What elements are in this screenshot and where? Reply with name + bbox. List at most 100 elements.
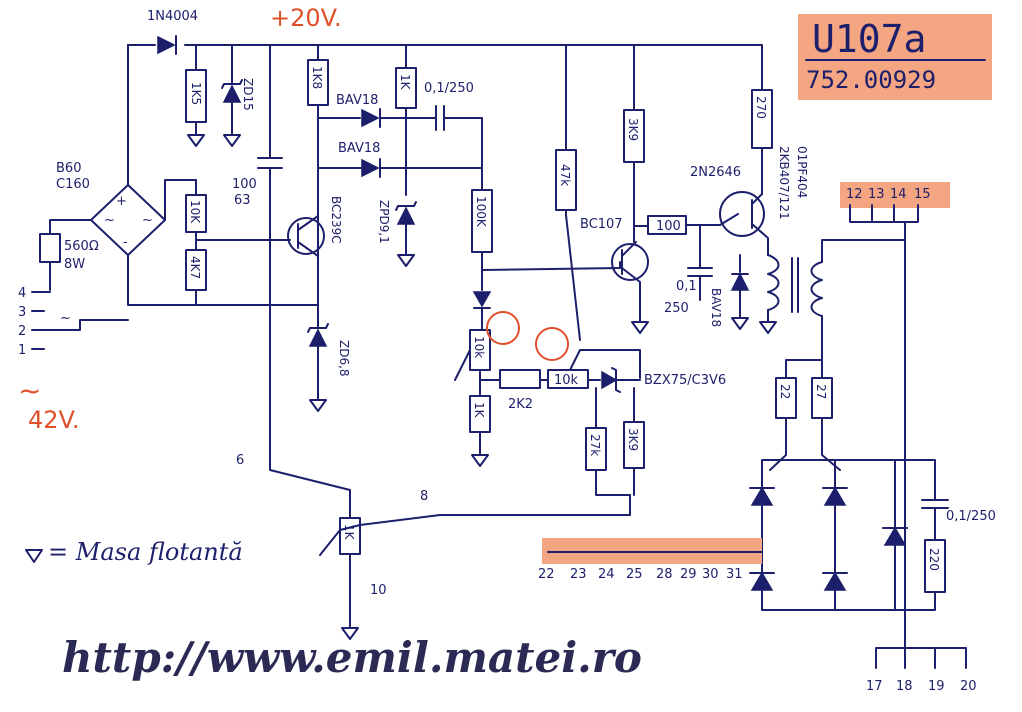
bridge-minus-sign: - (123, 235, 128, 250)
resistor-3k9-upper-label: 3K9 (626, 118, 640, 141)
resistor-47k-body (555, 149, 577, 211)
terminal-4: 4 (18, 286, 26, 301)
zener-zd68: ZD6,8 (307, 304, 351, 412)
ground-symbol (341, 627, 359, 640)
terminal-31: 31 (726, 567, 743, 582)
ground-icon (25, 549, 43, 563)
snubber: 0,1/250 220 (904, 459, 996, 611)
zener-zd68-bar (307, 323, 329, 333)
resistor-1k-low: 1K (469, 395, 491, 467)
potentiometer-min-leads (454, 349, 501, 397)
resistor-1k5: 1K5 (185, 44, 207, 147)
transformer-type-label: 2KB407/121 (777, 146, 791, 220)
bridge-rating-label: C160 (56, 177, 90, 192)
diode-bav18-ujt: BAV18 (709, 254, 750, 330)
zener-zd15-symbol (222, 84, 242, 103)
input-voltage-label: 42V. (28, 406, 80, 434)
resistor-22-leads (769, 359, 823, 471)
thyristor-1 (750, 486, 774, 506)
resistor-560: 560Ω 8W (39, 233, 99, 291)
terminals-12-15-wires (849, 204, 919, 461)
terminals-12-15: 12 13 14 15 (840, 182, 950, 461)
zener-zpd91-label: ZPD9,1 (377, 200, 391, 244)
capacitor-01-250-lead (443, 117, 483, 191)
diode-bav18-upper-label: BAV18 (336, 93, 378, 108)
drawing-number: 752.00929 (806, 66, 936, 94)
resistor-220-label: 220 (927, 548, 941, 571)
ground-symbol (309, 399, 327, 412)
potentiometer-max-label: 10k (554, 373, 579, 388)
diode-1n4004: 1N4004 (147, 9, 198, 55)
ac-symbol: ~ (60, 311, 71, 326)
zener-bzx75-symbol (601, 370, 618, 390)
resistor-47k-label: 47k (558, 164, 572, 186)
diode-1n4004-symbol (157, 35, 176, 55)
diode-bav18-upper: BAV18 (317, 93, 437, 128)
diode-bav18-lower-symbol (361, 158, 380, 178)
resistor-27k-label: 27k (588, 434, 602, 456)
capacitor-100-63: 100 63 (232, 44, 283, 441)
transistor-2n2646-label: 2N2646 (690, 165, 741, 180)
terminal-8: 8 (420, 489, 428, 504)
ground-rail (127, 254, 319, 306)
terminal-6: 6 (236, 453, 244, 468)
diode-bav18-lower-label: BAV18 (338, 141, 380, 156)
diode-1n4004-label: 1N4004 (147, 9, 198, 24)
resistor-3k9-upper: 3K9 (623, 44, 645, 243)
capacitor-100-63-voltage: 63 (234, 193, 251, 208)
zener-zd15: ZD15 (221, 44, 255, 147)
terminal-14: 14 (890, 187, 907, 202)
bridge-ac-sign: ~ (142, 213, 153, 228)
resistor-4k7-label: 4K7 (188, 256, 202, 279)
capacitor-01-250: 0,1/250 (424, 81, 483, 191)
resistor-27k-body (585, 427, 607, 471)
resistor-2k2: 2K2 (499, 369, 549, 412)
resistor-270: 270 (751, 89, 773, 195)
diode-series-symbol (472, 291, 492, 308)
bridge-type-label: B60 (56, 161, 81, 176)
zener-zd68-symbol (308, 328, 328, 347)
resistor-100k: 100K (471, 189, 621, 331)
zener-zpd91-symbol (396, 206, 416, 225)
terminal-pins (31, 291, 45, 350)
ground-symbol (397, 254, 415, 267)
resistor-3k9-upper-body (623, 109, 645, 163)
resistor-100-label: 100 (656, 219, 681, 234)
resistor-2k2-body (499, 369, 541, 389)
diode-bav18-ujt-symbol (730, 272, 750, 291)
terminal-6-wire (269, 439, 351, 519)
ground-symbol (223, 134, 241, 147)
diode-bav18-ujt-label: BAV18 (709, 288, 723, 327)
resistor-1k5-label: 1K5 (189, 82, 203, 105)
resistor-22-label: 22 (778, 384, 792, 399)
legend: = Masa flotantă (25, 538, 243, 566)
terminals-12-15-highlight (840, 182, 950, 208)
terminal-1: 1 (18, 343, 26, 358)
potentiometer-min: 10k (454, 311, 520, 397)
bridge-frame (761, 459, 906, 611)
thyristor-bridge (749, 459, 908, 611)
capacitor-01-250-label: 0,1/250 (424, 81, 474, 96)
terminal-2: 2 (18, 324, 26, 339)
terminal-20: 20 (960, 679, 977, 694)
resistor-1k5-body (185, 69, 207, 123)
zener-zd15-bar (221, 79, 243, 89)
top-rail (127, 44, 763, 186)
potentiometer-max: 10k (535, 327, 641, 389)
resistor-10k-label: 10K (188, 200, 202, 224)
transistor-2n2646-body (719, 191, 765, 237)
ground-symbol (759, 321, 777, 334)
resistor-560-body (39, 233, 61, 263)
terminals-22-31: 22 23 24 25 28 29 30 31 (538, 538, 763, 582)
legend-text: = Masa flotantă (48, 538, 243, 566)
resistor-3k9-lower-label: 3K9 (626, 428, 640, 451)
bridge-rectifier-body (90, 184, 166, 256)
terminal-15: 15 (914, 187, 931, 202)
resistor-22: 22 (769, 359, 823, 471)
ground-symbol (471, 454, 489, 467)
transistor-bc239c-label: BC239C (329, 196, 343, 244)
resistor-100k-label: 100K (474, 196, 488, 228)
resistor-10k-body (185, 194, 207, 233)
snubber-cap-label: 0,1/250 (946, 509, 996, 524)
